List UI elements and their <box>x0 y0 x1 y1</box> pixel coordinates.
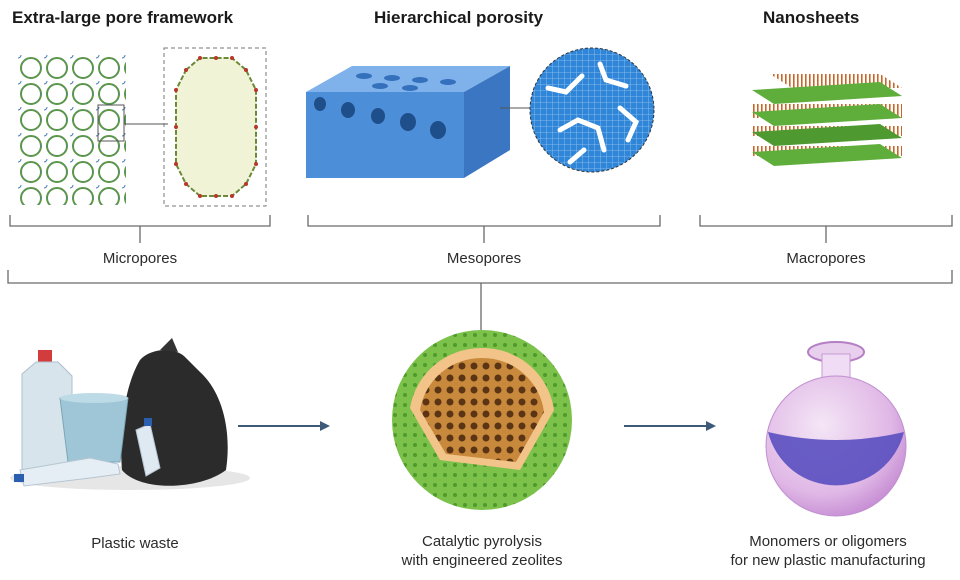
plastic-bottle <box>19 457 121 487</box>
process-arrows <box>238 421 716 431</box>
label-macropores: Macropores <box>786 250 866 267</box>
caption-monomers: Monomers or oligomers for new plastic ma… <box>700 532 956 570</box>
bottle-cap <box>38 350 52 362</box>
zeolite-framework-lattice <box>18 55 126 205</box>
title-extra-large-pore-framework: Extra-large pore framework <box>12 8 234 27</box>
caption-catalytic-line1: Catalytic pyrolysis <box>421 533 543 550</box>
block-side <box>464 66 510 178</box>
block-top <box>306 66 510 92</box>
flask-liquid <box>768 432 904 486</box>
caption-plastic-waste: Plastic waste <box>91 535 179 552</box>
label-mesopores: Mesopores <box>446 250 522 267</box>
caption-monomers-line1: Monomers or oligomers <box>749 533 907 550</box>
caption-monomers-line2: for new plastic manufacturing <box>730 552 926 569</box>
title-nanosheets: Nanosheets <box>763 8 860 27</box>
arrow-right-icon <box>320 421 330 431</box>
zoom-panel <box>163 47 267 207</box>
caption-catalytic-pyrolysis: Catalytic pyrolysis with engineered zeol… <box>372 532 592 570</box>
zoom-box <box>97 104 125 142</box>
zeolite-core <box>420 357 544 462</box>
all-pores-bracket <box>7 270 953 284</box>
arrow-right-icon <box>706 421 716 431</box>
title-hierarchical-porosity: Hierarchical porosity <box>374 8 544 27</box>
nanosheet-stack <box>752 74 902 166</box>
caption-catalytic-line2: with engineered zeolites <box>401 552 563 569</box>
label-micropores: Micropores <box>102 250 178 267</box>
